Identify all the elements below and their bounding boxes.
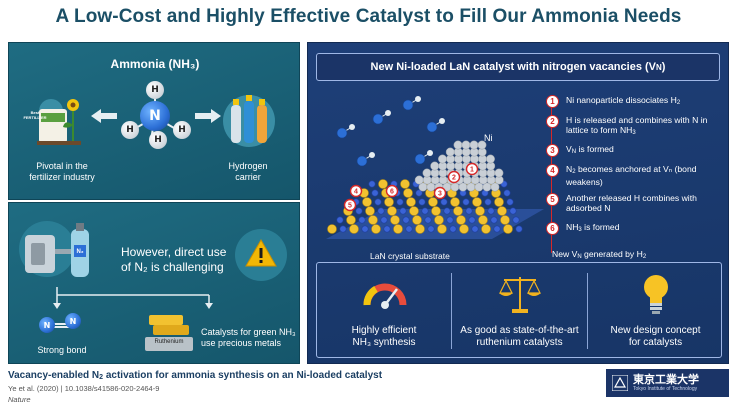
nitrogen-atom: N	[65, 313, 81, 329]
university-emblem-icon	[612, 375, 628, 391]
svg-text:2: 2	[452, 175, 456, 182]
step-number-badge: 5	[546, 193, 559, 206]
step-number-badge: 1	[546, 95, 559, 108]
steps-timeline	[551, 105, 552, 253]
logo-text: 東京工業大学	[633, 373, 699, 386]
step-number-badge: 6	[546, 222, 559, 235]
lattice-illustration: 45 2 1 6 3	[326, 96, 544, 239]
precious-metal-caption: Catalysts for green NH₃ use precious met…	[201, 327, 296, 348]
lightbulb-icon	[644, 275, 668, 314]
ni-label: Ni	[484, 133, 493, 143]
ruthenium-bars-icon	[145, 315, 193, 351]
nitrogen-atom: N	[39, 317, 55, 333]
strong-bond-caption: Strong bond	[37, 345, 87, 355]
arrow-right-icon	[195, 109, 221, 123]
hydrogen-atom: H	[149, 131, 167, 149]
svg-text:1: 1	[470, 167, 474, 174]
ammonia-heading: Ammonia (NH₃)	[110, 57, 200, 71]
catalyst-heading: New Ni-loaded LaN catalyst with nitrogen…	[316, 53, 720, 81]
fertilizer-bag-icon	[37, 99, 81, 145]
arrow-left-icon	[91, 109, 117, 123]
logo-subtext: Tokyo Institute of Technology	[633, 385, 698, 392]
n2-molecule: N N	[37, 313, 87, 337]
svg-text:5: 5	[348, 203, 352, 210]
paper-reference[interactable]: Ye et al. (2020) | 10.1038/s41586-020-24…	[8, 384, 160, 393]
n2-cylinder-icon	[19, 221, 89, 277]
step-number-badge: 2	[546, 115, 559, 128]
new-vn-caption: New VN generated by H2	[552, 249, 647, 260]
hydrogen-carrier-caption: Hydrogen carrier	[228, 161, 268, 182]
ammonia-molecule: H N H H H	[115, 81, 195, 151]
substrate-label: LaN crystal substrate	[370, 251, 450, 261]
journal-name: Nature	[8, 395, 31, 404]
ammonia-panel: Ammonia (NH₃) H N H H H	[8, 42, 300, 200]
svg-text:6: 6	[390, 189, 394, 196]
nitrogen-atom: N	[140, 101, 170, 131]
hydrogen-tanks-icon	[223, 95, 275, 147]
paper-title: Vacancy-enabled N2 activation for ammoni…	[8, 370, 383, 381]
university-logo: 東京工業大学 Tokyo Institute of Technology	[606, 369, 729, 397]
catalyst-panel: New Ni-loaded LaN catalyst with nitrogen…	[307, 42, 729, 364]
hydrogen-atom: H	[173, 121, 191, 139]
step-number-badge: 4	[546, 164, 559, 177]
hydrogen-atom: H	[146, 81, 164, 99]
svg-text:3: 3	[438, 191, 442, 198]
fertilizer-bag-label: Best FERTILIZER	[23, 110, 47, 120]
ruthenium-bar-label: Ruthenium	[154, 339, 184, 345]
warning-icon	[245, 239, 277, 267]
n2-panel: N₂ However, direct use of N₂ is challeng…	[8, 202, 300, 364]
n2-message: However, direct use of N₂ is challenging	[121, 245, 227, 274]
branch-connector	[53, 287, 213, 309]
page-title: A Low-Cost and Highly Effective Catalyst…	[55, 6, 682, 27]
balance-scale-icon	[499, 277, 541, 313]
svg-text:4: 4	[354, 189, 358, 196]
speedometer-icon	[363, 283, 407, 309]
n2-tank-label: N₂	[76, 249, 84, 255]
step-number-badge: 3	[546, 144, 559, 157]
hydrogen-atom: H	[121, 121, 139, 139]
fertilizer-caption: Pivotal in the fertilizer industry	[29, 161, 95, 182]
